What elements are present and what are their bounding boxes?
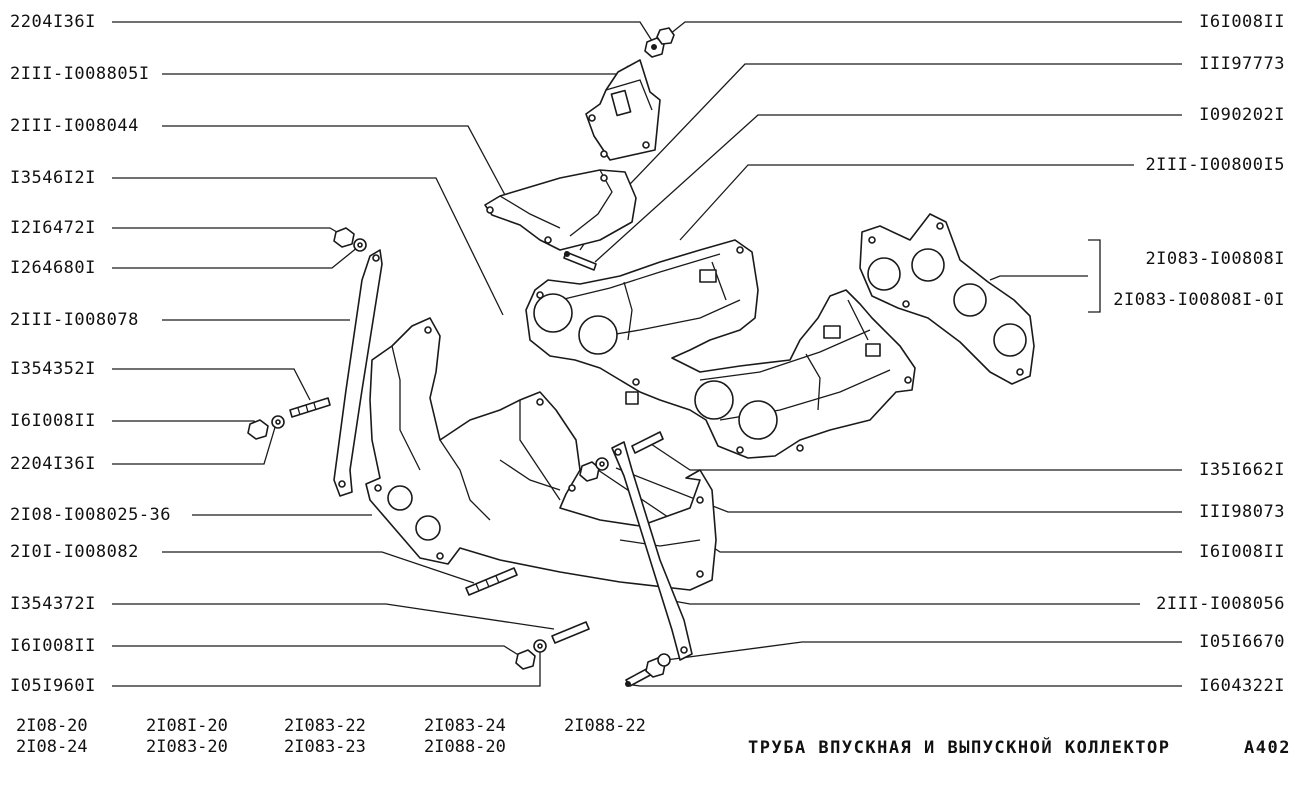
nut-washer-bottom <box>515 639 547 670</box>
nut-washer-lower-left <box>247 415 285 440</box>
leader-lines <box>112 21 1182 687</box>
bolt-bottom <box>625 653 671 687</box>
model-col-3-line-2: 2I083-23 <box>284 737 366 757</box>
nut-top <box>644 27 675 58</box>
page-code: А402 <box>1244 738 1291 758</box>
bolt-shield <box>563 251 597 271</box>
intake-gasket <box>859 213 1035 385</box>
label-left-6: I264680I <box>10 258 96 278</box>
label-left-1: 2204I36I <box>10 12 96 32</box>
stud-lower <box>465 567 518 596</box>
bracket-heat-shield <box>585 59 661 161</box>
label-right-2: III97773 <box>1199 54 1285 74</box>
label-left-2: 2III-I008805I <box>10 64 150 84</box>
label-left-11: 2I08-I008025-36 <box>10 505 172 525</box>
label-right-10: 2III-I008056 <box>1156 594 1285 614</box>
label-left-12: 2I0I-I008082 <box>10 542 139 562</box>
label-left-5: I2I6472I <box>10 218 96 238</box>
model-col-5-line-1: 2I088-22 <box>564 716 646 736</box>
stud-lower-2 <box>551 621 590 644</box>
label-left-7: 2III-I008078 <box>10 310 139 330</box>
label-left-10: 2204I36I <box>10 454 96 474</box>
support-bracket-left <box>333 249 383 497</box>
label-left-15: I05I960I <box>10 676 96 696</box>
model-col-1-line-1: 2I08-20 <box>16 716 88 736</box>
model-col-2-line-1: 2I08I-20 <box>146 716 228 736</box>
label-right-12: I604322I <box>1199 676 1285 696</box>
label-left-9: I6I008II <box>10 411 96 431</box>
label-right-7: I35I662I <box>1199 460 1285 480</box>
model-col-4-line-1: 2I083-24 <box>424 716 506 736</box>
intake-manifold <box>525 239 916 459</box>
label-right-4: 2III-I00800I5 <box>1145 155 1285 175</box>
label-right-6: 2I083-I00808I-0I <box>1113 290 1285 310</box>
label-right-9: I6I008II <box>1199 542 1285 562</box>
model-col-1-line-2: 2I08-24 <box>16 737 88 757</box>
label-right-3: I090202I <box>1199 105 1285 125</box>
stud-right <box>631 431 664 454</box>
exhaust-manifold <box>365 317 717 591</box>
page-title: ТРУБА ВПУСКНАЯ И ВЫПУСКНОЙ КОЛЛЕКТОР <box>748 738 1171 758</box>
label-left-14: I6I008II <box>10 636 96 656</box>
label-right-1: I6I008II <box>1199 12 1285 32</box>
label-left-8: I354352I <box>10 359 96 379</box>
label-right-5: 2I083-I00808I <box>1145 249 1285 269</box>
label-left-4: I3546I2I <box>10 168 96 188</box>
label-right-11: I05I6670 <box>1199 632 1285 652</box>
model-col-3-line-1: 2I083-22 <box>284 716 366 736</box>
model-col-4-line-2: 2I088-20 <box>424 737 506 757</box>
label-right-8: III98073 <box>1199 502 1285 522</box>
nut-washer-right <box>579 457 609 482</box>
nut-washer-left <box>333 227 367 252</box>
support-bracket-right <box>611 441 693 661</box>
model-col-2-line-2: 2I083-20 <box>146 737 228 757</box>
label-left-3: 2III-I008044 <box>10 116 139 136</box>
label-left-13: I354372I <box>10 594 96 614</box>
stud-left <box>289 397 331 418</box>
heat-shield <box>484 169 637 251</box>
